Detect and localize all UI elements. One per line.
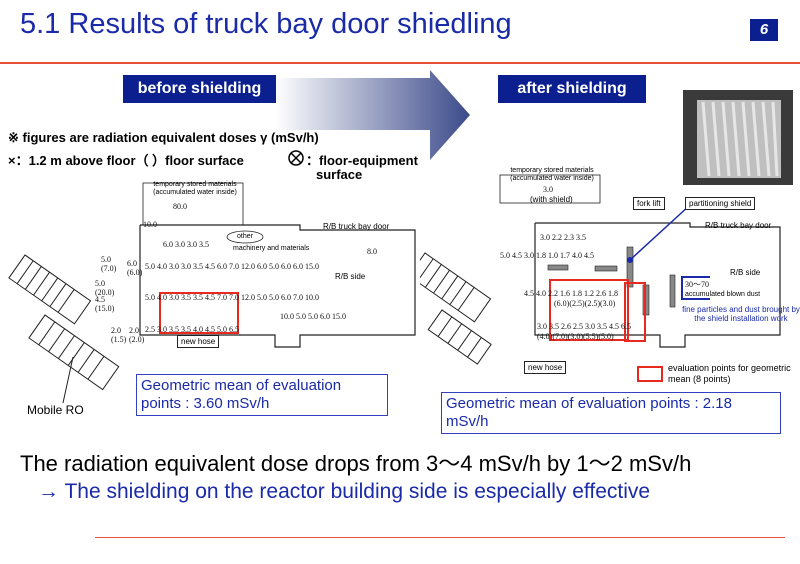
conclusion-line-1: The radiation equivalent dose drops from… — [20, 451, 692, 476]
before-truck-door-label: R/B truck bay door — [323, 222, 390, 231]
after-row-2: 4.5 4.0 2.2 1.6 1.8 1.2 2.6 1.8 — [524, 289, 618, 298]
before-other-label: other — [237, 233, 253, 240]
after-rb-side-label: R/B side — [730, 268, 761, 277]
before-geometric-mean: Geometric mean of evaluation points : 3.… — [136, 374, 388, 416]
after-floor-plan — [420, 174, 781, 365]
after-geometric-mean: Geometric mean of evaluation points : 2.… — [441, 392, 781, 434]
fine-particles-note: fine particles and dust brought by the s… — [682, 305, 800, 323]
dust-range-value: 30～70 — [685, 280, 709, 289]
after-truck-door-label: R/B truck bay door — [705, 221, 772, 230]
after-row-0: 3.0 2.2 2.3 3.5 — [540, 233, 586, 242]
before-side-val-5: 2.0 (2.0) — [129, 326, 145, 344]
note-surface: surface — [316, 167, 363, 182]
after-row-3: (6.0)(2.5)(2.5)(3.0) — [554, 299, 616, 308]
before-floor-plan — [8, 182, 416, 404]
accumulated-dust-label: accumulated blown dust — [685, 291, 761, 298]
before-side-val-0: 5.0 (7.0) — [101, 255, 117, 273]
shield-photo — [683, 90, 793, 185]
after-shielding-tag: after shielding — [498, 75, 646, 103]
mobile-ro-label: Mobile RO — [27, 403, 84, 417]
eval-points-legend-label: evaluation points for geometric mean (8 … — [668, 363, 791, 384]
eval-points-legend-swatch — [637, 366, 663, 382]
after-row-5: (4.0)(7.0)(3.0)(5.5)(5.0) — [537, 332, 614, 341]
before-row-1: 6.0 3.0 3.0 3.5 — [163, 240, 209, 249]
note-floor-equipment: ：floor-equipment — [306, 153, 418, 168]
before-row-0: 10.0 — [143, 220, 157, 229]
before-new-hose-label: new hose — [177, 335, 220, 348]
page-number-badge: 6 — [750, 19, 778, 41]
floor-equipment-symbol-icon — [288, 150, 304, 166]
before-row-3: 5.0 4.0 3.0 3.5 3.5 4.5 7.0 7.0 12.0 5.0… — [145, 293, 319, 302]
after-with-shield-label: (with shield) — [530, 195, 573, 204]
fork-lift-label: fork lift — [633, 197, 665, 210]
before-temp-storage-label: temporary stored materials (accumulated … — [153, 181, 237, 196]
before-side-val-6: 8.0 — [367, 247, 377, 256]
after-row-1: 5.0 4.5 3.0 1.8 1.0 1.7 4.0 4.5 — [500, 251, 594, 260]
title-divider — [0, 62, 800, 64]
before-machinery-label: machinery and materials — [233, 245, 310, 252]
before-side-val-2: 5.0 (20.0) — [95, 279, 115, 297]
after-map: temporary stored materials (accumulated … — [420, 165, 800, 390]
before-side-val-4: 2.0 (1.5) — [111, 326, 127, 344]
page-title: 5.1 Results of truck bay door shiedling — [20, 8, 512, 40]
after-new-hose-label: new hose — [524, 361, 567, 374]
before-side-val-1: 6.0 (6.0) — [127, 259, 143, 277]
before-shielding-tag: before shielding — [123, 75, 276, 103]
before-row-4: 2.5 3.0 3.5 3.5 4.0 4.5 5.0 6.5 — [145, 325, 239, 334]
after-temp-storage-label: temporary stored materials (accumulated … — [510, 167, 594, 182]
before-row-2: 5.0 4.0 3.0 3.0 3.5 4.5 6.0 7.0 12.0 6.0… — [145, 262, 319, 271]
footer-divider — [95, 537, 785, 538]
note-dose-units: ※ figures are radiation equivalent doses… — [8, 130, 319, 145]
note-measurement-legend: ×：1.2 m above floor（ ）floor surface — [8, 153, 244, 168]
before-side-val-3: 4.5 (15.0) — [95, 295, 115, 313]
partitioning-shield-label: partitioning shield — [685, 197, 756, 210]
transition-arrow-icon — [275, 70, 470, 160]
after-row-4: 3.0 3.5 2.6 2.5 3.0 3.5 4.5 6.5 — [537, 322, 631, 331]
before-map: temporary stored materials (accumulated … — [5, 175, 425, 425]
after-temp-storage-value: 3.0 — [543, 185, 553, 194]
before-row-5: 10.0 5.0 5.0 6.0 15.0 — [280, 312, 346, 321]
conclusion-line-2: → The shielding on the reactor building … — [38, 480, 651, 503]
before-temp-storage-value: 80.0 — [173, 202, 187, 211]
before-rb-side-label: R/B side — [335, 272, 366, 281]
